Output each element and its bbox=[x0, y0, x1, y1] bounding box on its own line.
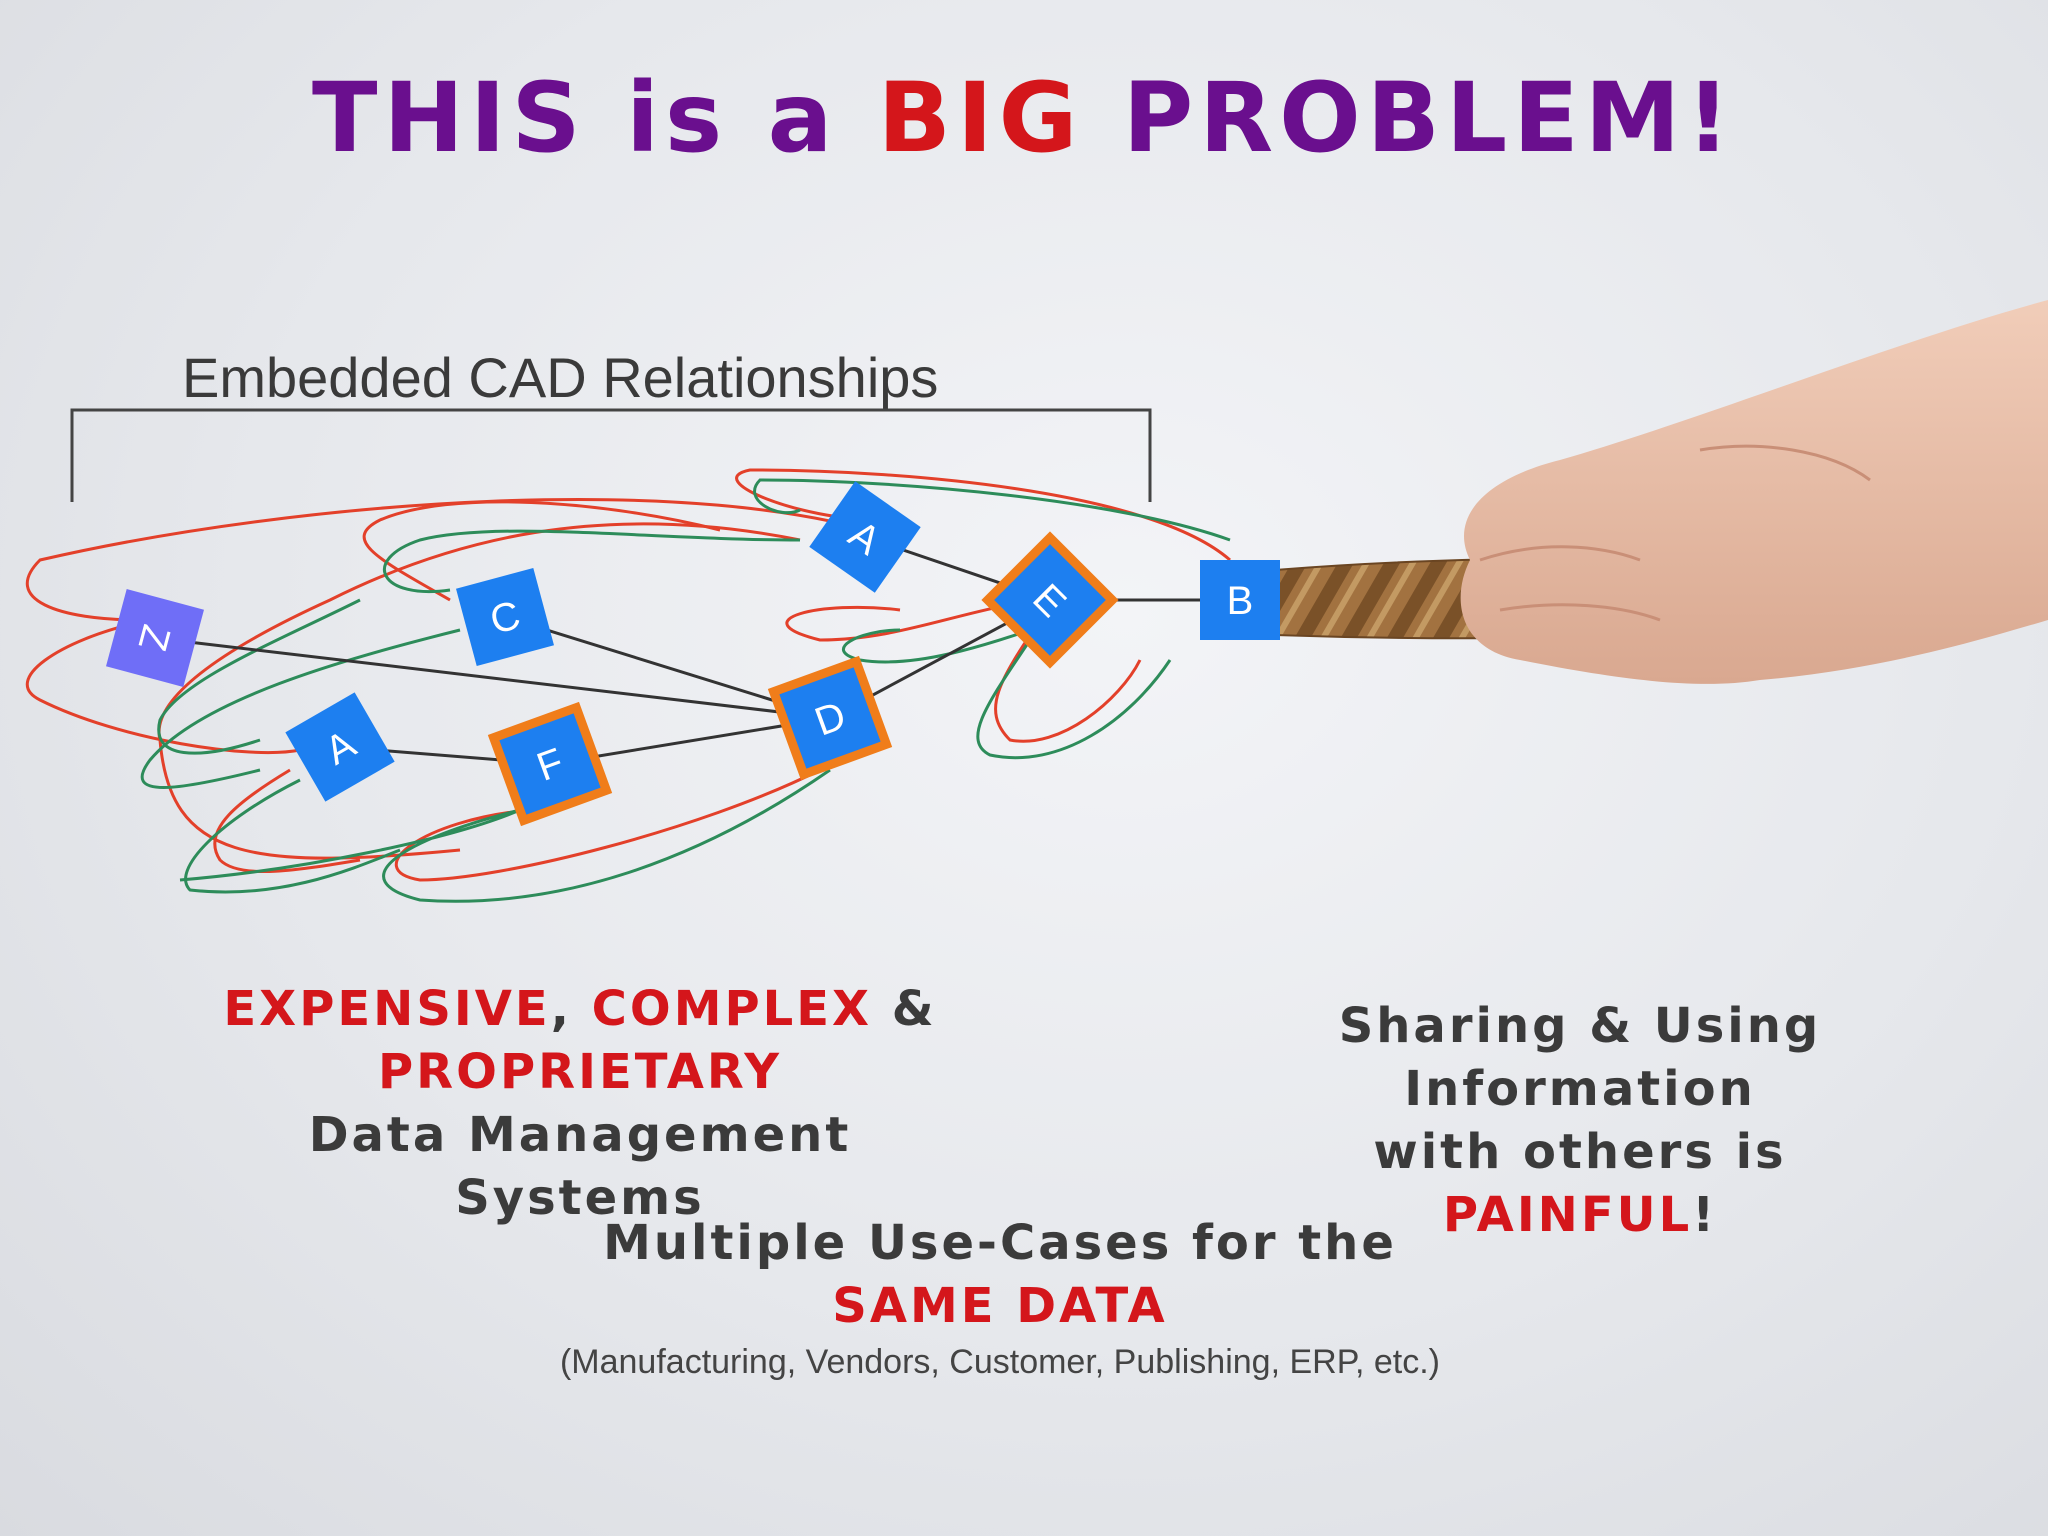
title-part-3: PROBLEM! bbox=[1122, 62, 1736, 174]
right-caption-exclaim: ! bbox=[1692, 1187, 1718, 1243]
right-caption-line2: Information bbox=[1404, 1061, 1756, 1117]
node-b: B bbox=[1200, 560, 1280, 640]
bottom-caption-same-data: SAME DATA bbox=[832, 1278, 1168, 1334]
title-part-1: THIS is a bbox=[311, 62, 839, 174]
node-e-box bbox=[981, 531, 1119, 669]
left-caption-line3: Data Management Systems bbox=[308, 1107, 852, 1226]
bottom-caption-use-cases: (Manufacturing, Vendors, Customer, Publi… bbox=[559, 1343, 1441, 1381]
left-caption-complex: COMPLEX bbox=[591, 981, 873, 1037]
node-b-box bbox=[1200, 560, 1280, 640]
left-caption-proprietary: PROPRIETARY bbox=[378, 1044, 782, 1100]
node-a-left: A bbox=[285, 692, 395, 802]
left-caption-ampersand: & bbox=[872, 981, 937, 1037]
right-caption: Sharing & Using Information with others … bbox=[1230, 995, 1930, 1247]
node-f-box bbox=[487, 701, 613, 827]
pulling-hand bbox=[1460, 300, 2048, 684]
left-caption-expensive: EXPENSIVE bbox=[223, 981, 551, 1037]
bracket-line bbox=[70, 408, 1152, 502]
node-z: Z bbox=[106, 589, 204, 687]
node-c-box bbox=[456, 568, 554, 666]
bracket-label: Embedded CAD Relationships bbox=[182, 346, 939, 409]
node-a-top-box bbox=[809, 481, 921, 593]
left-caption: EXPENSIVE, COMPLEX & PROPRIETARY Data Ma… bbox=[180, 978, 980, 1230]
node-d-box bbox=[767, 655, 893, 781]
left-caption-comma: , bbox=[550, 981, 572, 1037]
slide-title: THIS is a BIG PROBLEM! bbox=[0, 62, 2048, 174]
node-z-box bbox=[106, 589, 204, 687]
node-a-top: A bbox=[809, 481, 921, 593]
node-f: F bbox=[487, 701, 613, 827]
right-caption-painful: PAINFUL bbox=[1442, 1187, 1693, 1243]
tangled-relationships bbox=[25, 468, 1231, 903]
bottom-caption: Multiple Use-Cases for the SAME DATA (Ma… bbox=[400, 1212, 1600, 1386]
title-part-2: BIG bbox=[877, 62, 1084, 174]
node-d: D bbox=[767, 655, 893, 781]
node-a-left-box bbox=[285, 692, 395, 802]
right-caption-line1: Sharing & Using bbox=[1338, 998, 1822, 1054]
bottom-caption-line1: Multiple Use-Cases for the bbox=[603, 1215, 1397, 1271]
node-b-label: B bbox=[1227, 579, 1254, 623]
right-caption-line3: with others is bbox=[1373, 1124, 1787, 1180]
node-e: E bbox=[981, 531, 1119, 669]
node-c: C bbox=[456, 568, 554, 666]
